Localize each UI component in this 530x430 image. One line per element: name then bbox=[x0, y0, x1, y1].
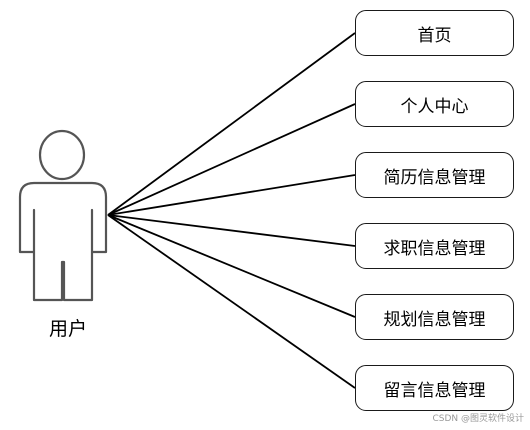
actor-head bbox=[38, 129, 86, 181]
association-line-2 bbox=[107, 103, 356, 216]
use-case-message-management: 留言信息管理 bbox=[355, 365, 514, 411]
use-case-planning-management: 规划信息管理 bbox=[355, 294, 514, 340]
use-case-personal-center: 个人中心 bbox=[355, 81, 514, 127]
actor-figure bbox=[18, 129, 108, 302]
association-line-6 bbox=[107, 214, 356, 389]
association-line-3 bbox=[107, 174, 356, 216]
association-line-4 bbox=[107, 214, 356, 247]
watermark: CSDN @图灵软件设计 bbox=[432, 414, 524, 424]
association-lines bbox=[107, 32, 356, 389]
use-case-home: 首页 bbox=[355, 10, 514, 56]
association-line-1 bbox=[107, 32, 356, 216]
actor-body bbox=[18, 181, 108, 302]
use-case-resume-management: 简历信息管理 bbox=[355, 152, 514, 198]
use-case-job-search-management: 求职信息管理 bbox=[355, 223, 514, 269]
actor-label: 用户 bbox=[48, 318, 87, 340]
association-line-5 bbox=[107, 214, 356, 318]
